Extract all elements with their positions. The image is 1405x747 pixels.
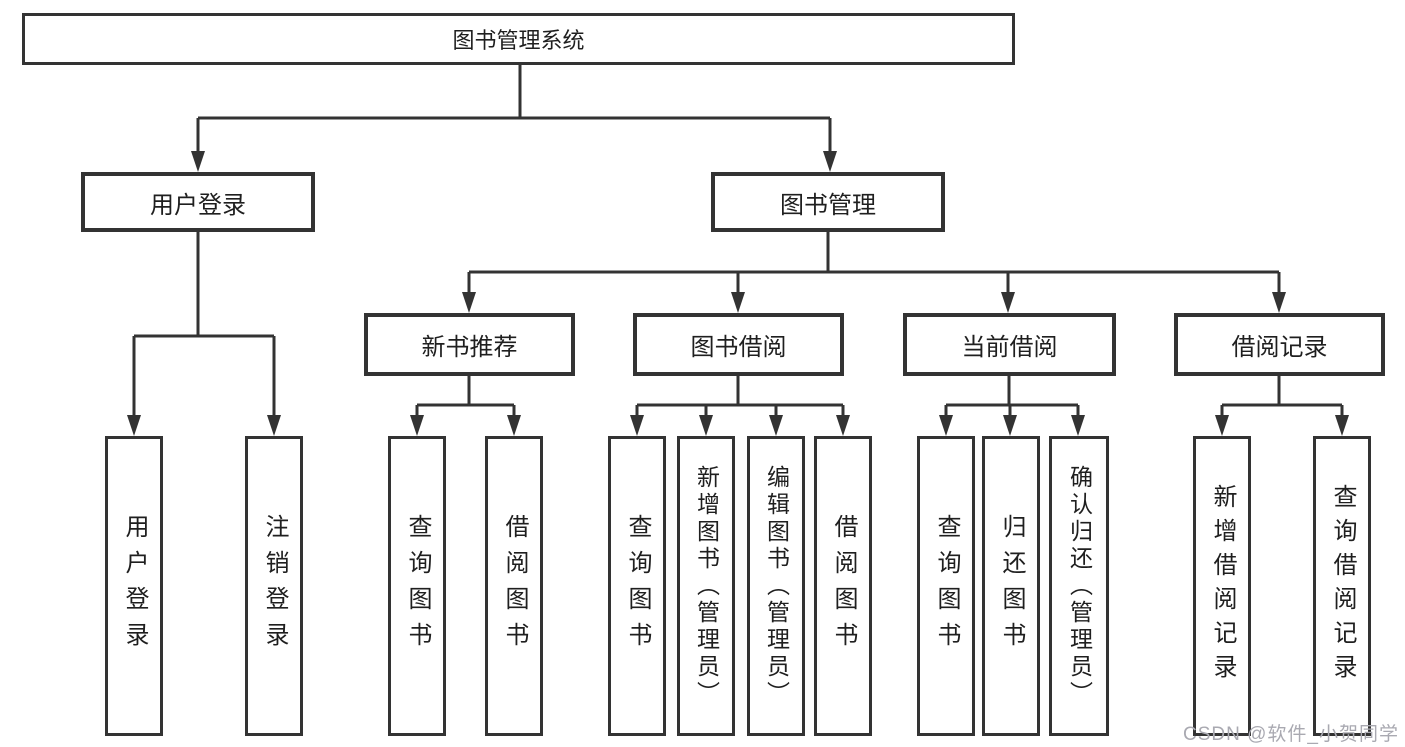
leaf-borrow-books-recommend-label: 借阅图书 — [501, 514, 528, 658]
leaf-user-login: 用户登录 — [105, 436, 163, 736]
leaf-add-book-admin-label: 新增图书（管理员） — [693, 464, 720, 708]
leaf-query-books-borrow: 查询图书 — [608, 436, 666, 736]
node-root: 图书管理系统 — [22, 13, 1015, 65]
leaf-query-books-current: 查询图书 — [917, 436, 975, 736]
leaf-add-book-admin: 新增图书（管理员） — [677, 436, 735, 736]
leaf-query-books-recommend: 查询图书 — [388, 436, 446, 736]
node-new-book-recommend-label: 新书推荐 — [421, 334, 518, 361]
leaf-edit-book-admin: 编辑图书（管理员） — [747, 436, 805, 736]
leaf-borrow-books-borrow: 借阅图书 — [814, 436, 872, 736]
node-current-borrow-label: 当前借阅 — [961, 334, 1058, 361]
leaf-edit-book-admin-label: 编辑图书（管理员） — [763, 464, 790, 708]
node-book-borrow-label: 图书借阅 — [690, 334, 787, 361]
leaf-query-books-borrow-label: 查询图书 — [624, 514, 651, 658]
leaf-add-borrow-record: 新增借阅记录 — [1193, 436, 1251, 736]
leaf-return-books: 归还图书 — [982, 436, 1040, 736]
arrowheads — [127, 151, 1349, 436]
leaf-user-login-label: 用户登录 — [121, 514, 148, 658]
leaf-query-books-recommend-label: 查询图书 — [404, 514, 431, 658]
node-book-borrow: 图书借阅 — [633, 313, 844, 376]
branch-book-management: 图书管理 — [711, 172, 945, 232]
leaf-query-books-current-label: 查询图书 — [933, 514, 960, 658]
branch-user-login: 用户登录 — [81, 172, 315, 232]
node-new-book-recommend: 新书推荐 — [364, 313, 575, 376]
leaf-borrow-books-recommend: 借阅图书 — [485, 436, 543, 736]
node-borrow-records: 借阅记录 — [1174, 313, 1385, 376]
watermark-text: CSDN @软件_小贺同学 — [1183, 724, 1399, 745]
node-borrow-records-label: 借阅记录 — [1231, 334, 1328, 361]
branch-user-login-label: 用户登录 — [150, 191, 246, 219]
leaf-query-borrow-record-label: 查询借阅记录 — [1329, 484, 1356, 688]
leaf-borrow-books-borrow-label: 借阅图书 — [830, 514, 857, 658]
leaf-logout-label: 注销登录 — [261, 514, 288, 658]
leaf-logout: 注销登录 — [245, 436, 303, 736]
node-current-borrow: 当前借阅 — [903, 313, 1116, 376]
leaf-return-books-label: 归还图书 — [998, 514, 1025, 658]
leaf-confirm-return-admin-label: 确认归还（管理员） — [1066, 464, 1093, 708]
leaf-query-borrow-record: 查询借阅记录 — [1313, 436, 1371, 736]
node-root-label: 图书管理系统 — [452, 28, 585, 53]
branch-book-management-label: 图书管理 — [780, 191, 876, 219]
leaf-confirm-return-admin: 确认归还（管理员） — [1049, 436, 1109, 736]
leaf-add-borrow-record-label: 新增借阅记录 — [1209, 484, 1236, 688]
